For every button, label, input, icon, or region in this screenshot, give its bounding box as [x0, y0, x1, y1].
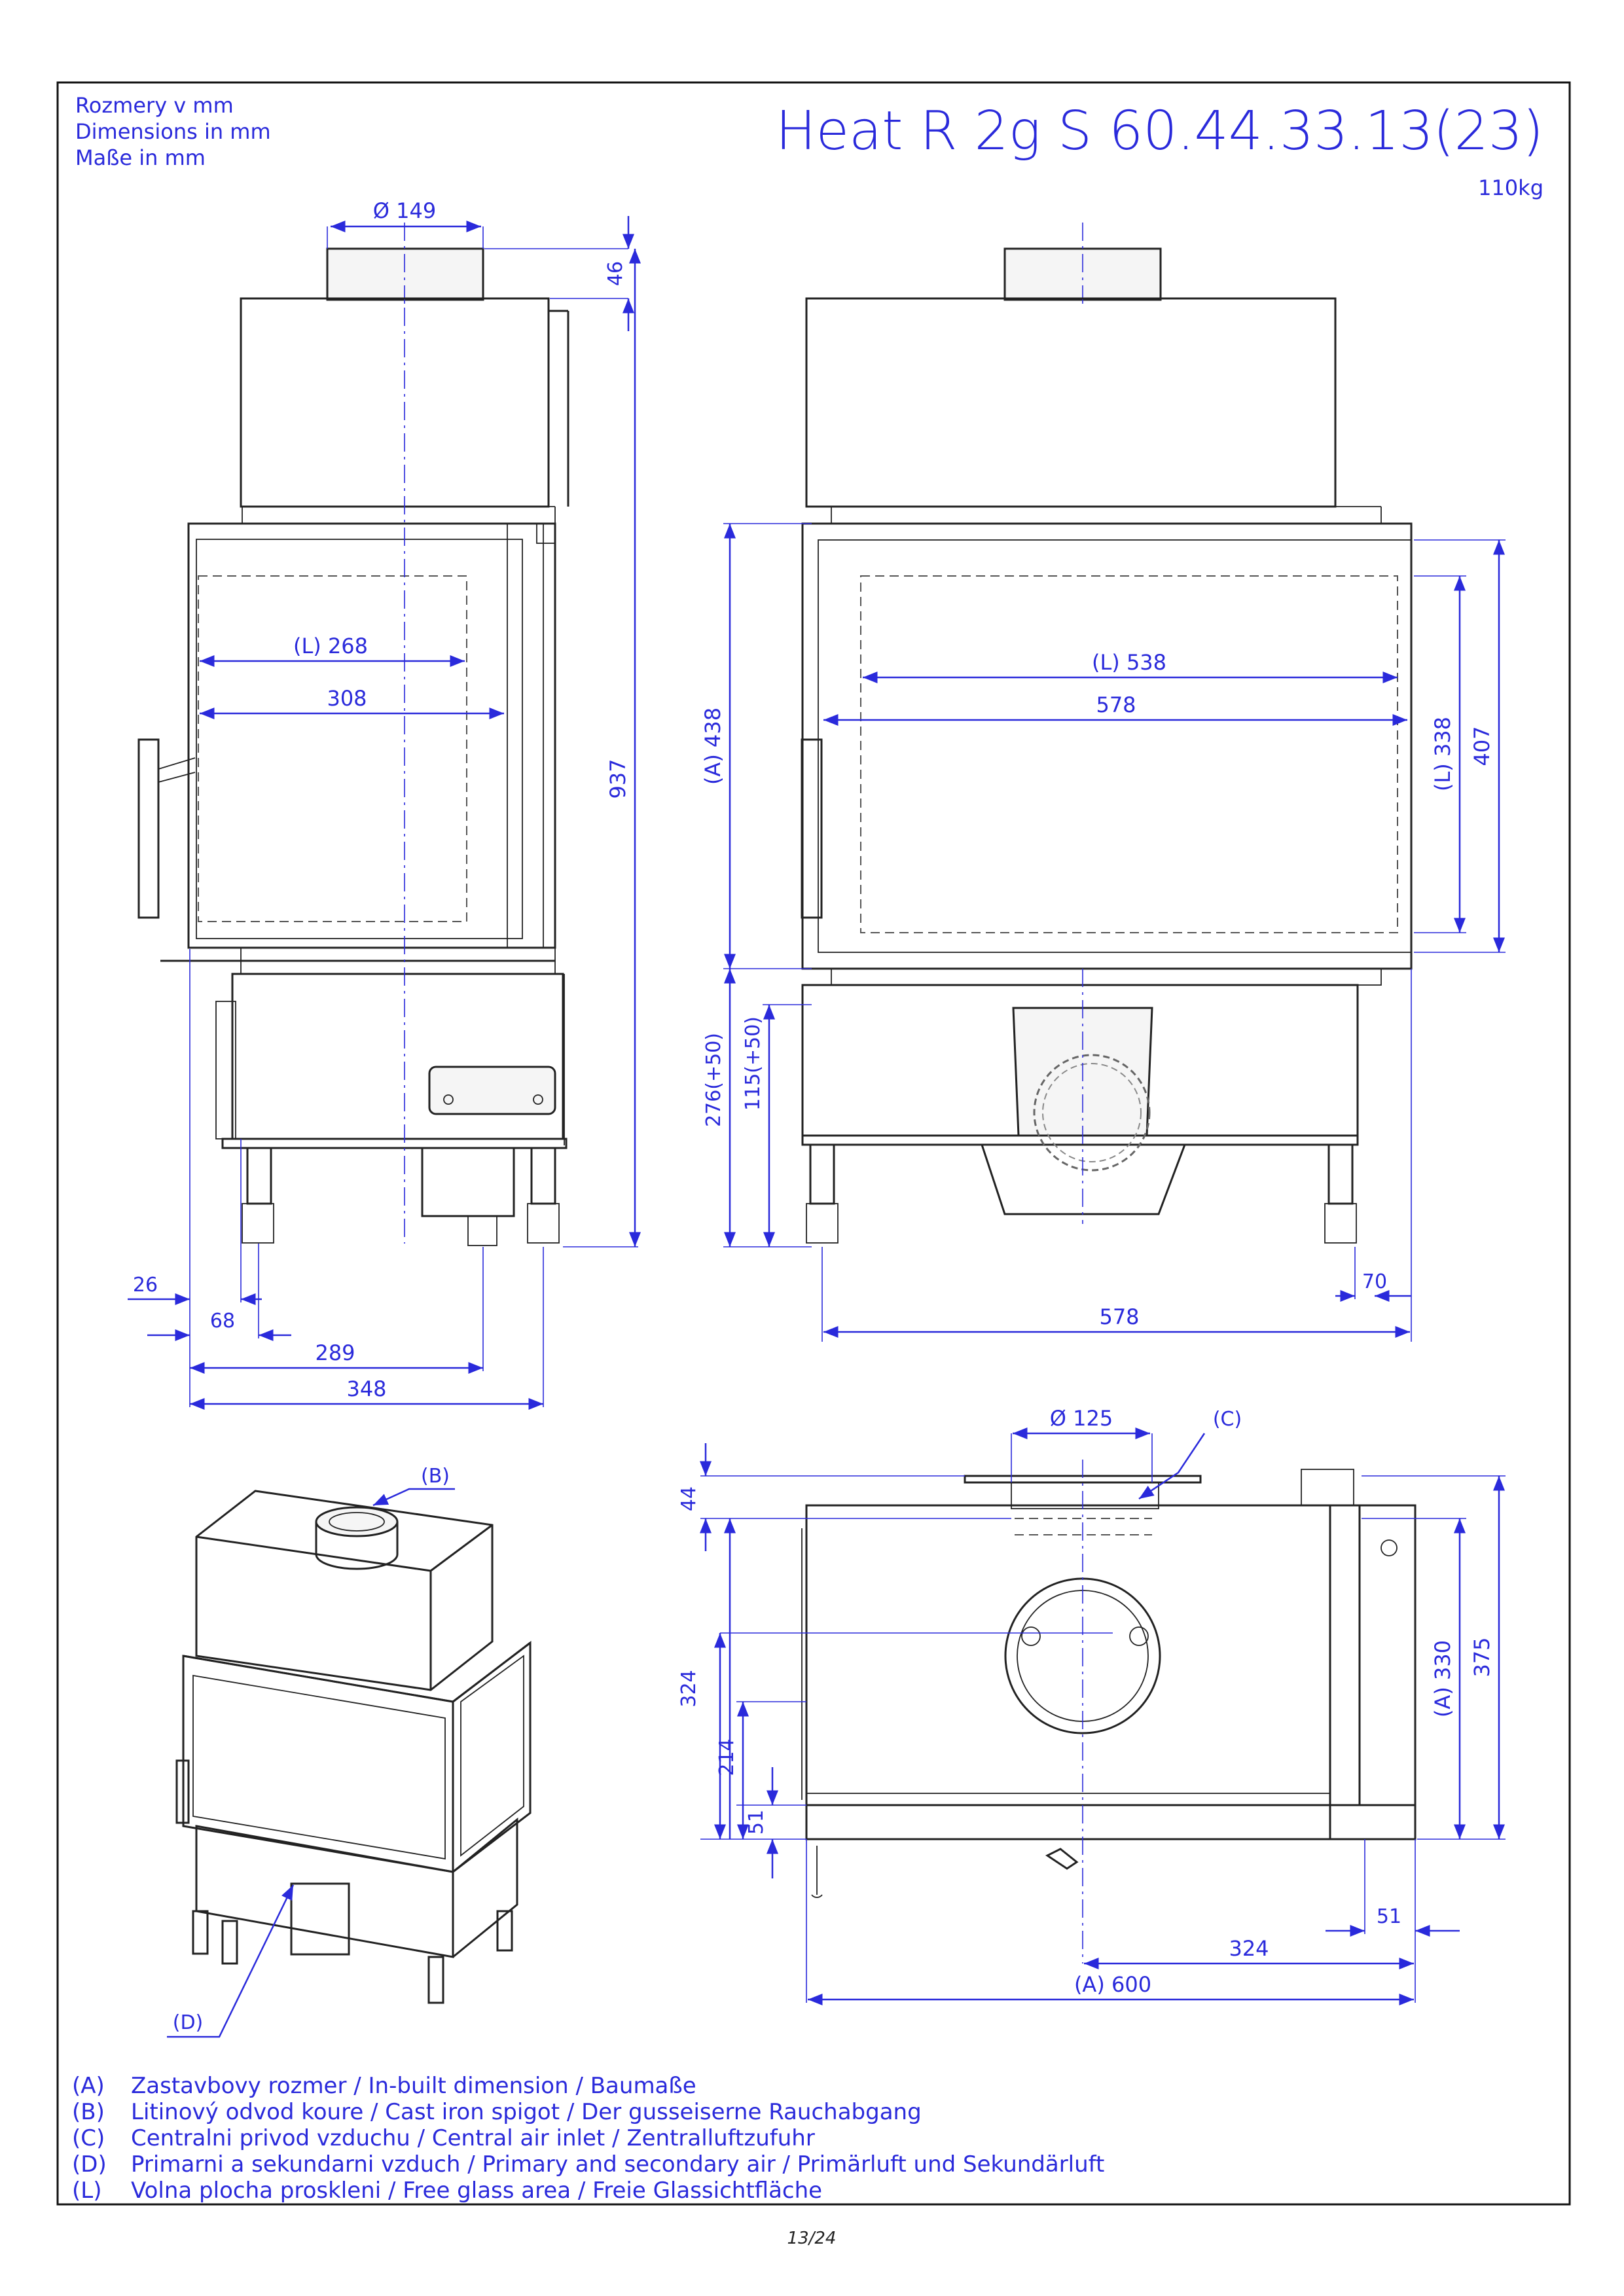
side-view: Ø 149 46 937 (L) 268 308 26 68 289 348 [128, 198, 641, 1410]
front-air-height: 115(+50) [742, 1016, 765, 1111]
units-line-1: Rozmery v mm [75, 93, 234, 118]
iso-spigot [315, 1506, 399, 1537]
front-leg-height: 276(+50) [702, 1033, 725, 1127]
side-free-glass-area [198, 575, 467, 922]
iso-label-b: (B) [421, 1465, 450, 1488]
page-number: 13/24 [787, 2229, 837, 2248]
front-leg-right [1327, 1143, 1354, 1205]
side-dim-26: 26 [133, 1274, 158, 1297]
front-dim-70: 70 [1362, 1270, 1387, 1293]
side-leg-front [246, 1147, 272, 1205]
legend-key-d: (D) [72, 2151, 107, 2178]
drawing-frame [56, 81, 1571, 2206]
legend: (A) Zastavbovy rozmer / In-built dimensi… [72, 2073, 1104, 2204]
legend-key-a: (A) [72, 2073, 105, 2099]
side-dim-348: 348 [346, 1376, 386, 1401]
weight-label: 110kg [1478, 175, 1543, 200]
legend-text-a: Zastavbovy rozmer / In-built dimension /… [131, 2073, 696, 2099]
side-top-box [240, 297, 550, 508]
front-door-handle[interactable] [801, 738, 823, 919]
side-flue-collar [326, 247, 484, 301]
side-door-frame [187, 522, 556, 949]
front-glass-free-height: (L) 338 [1430, 717, 1455, 791]
front-view: (A) 438 276(+50) 115(+50) (L) 538 578 (L… [700, 223, 1506, 1342]
units-line-3: Maße in mm [75, 145, 206, 170]
title-block: Rozmery v mm Dimensions in mm Maße in mm… [75, 93, 1543, 200]
iso-lower-body [195, 1825, 454, 1958]
model-title: Heat R 2g S 60.44.33.13(23) [776, 100, 1543, 162]
front-top-box [805, 297, 1337, 508]
top-dim-51-horizontal: 51 [1377, 1905, 1401, 1928]
iso-label-d: (D) [173, 2011, 204, 2034]
top-dim-330: (A) 330 [1430, 1640, 1455, 1717]
iso-top-box [195, 1490, 494, 1691]
iso-air-box [290, 1882, 350, 1956]
front-free-glass-area [860, 575, 1398, 933]
front-width: 578 [1099, 1304, 1139, 1329]
top-dim-44: 44 [677, 1486, 700, 1511]
front-glass-free-width: (L) 538 [1092, 650, 1166, 675]
front-glass-height: 407 [1470, 726, 1494, 766]
legend-text-l: Volna plocha proskleni / Free glass area… [131, 2178, 822, 2204]
top-dim-324-horizontal: 324 [1229, 1936, 1269, 1961]
top-air-diameter: Ø 125 [1050, 1406, 1113, 1431]
units-line-2: Dimensions in mm [75, 119, 271, 144]
legend-text-d: Primarni a sekundarni vzduch / Primary a… [131, 2151, 1104, 2178]
side-leg-rear [530, 1147, 556, 1205]
legend-text-b: Litinový odvod koure / Cast iron spigot … [131, 2099, 922, 2125]
side-dim-289: 289 [315, 1340, 355, 1365]
front-leg-left [809, 1143, 835, 1205]
top-air-label: (C) [1213, 1408, 1242, 1431]
side-glass-width: 308 [327, 686, 367, 711]
front-door-frame [801, 522, 1413, 970]
iso-door [182, 1640, 532, 1873]
front-inbuilt-height: (A) 438 [700, 708, 725, 785]
top-dim-214: 214 [715, 1738, 738, 1776]
side-glass-free-width: (L) 268 [293, 634, 368, 658]
side-dim-68: 68 [210, 1310, 235, 1333]
side-flue-height: 46 [604, 261, 627, 286]
top-dim-375: 375 [1470, 1637, 1494, 1677]
top-view: Ø 125 (C) 44 324 214 51 (A) 330 375 51 3 [677, 1406, 1506, 2005]
top-dim-600: (A) 600 [1074, 1972, 1151, 1997]
legend-text-c: Centralni privod vzduchu / Central air i… [131, 2125, 815, 2151]
side-total-height: 937 [605, 759, 630, 798]
side-door-handle[interactable] [137, 738, 160, 919]
top-dim-51-vertical: 51 [745, 1810, 768, 1835]
side-air-plate [428, 1066, 556, 1115]
top-dim-324-vertical: 324 [677, 1670, 700, 1707]
legend-key-b: (B) [72, 2099, 105, 2125]
iso-view: (B) (D) [167, 1465, 532, 2038]
legend-key-c: (C) [72, 2125, 105, 2151]
side-flue-diameter: Ø 149 [373, 198, 436, 223]
front-glass-width: 578 [1096, 692, 1136, 717]
side-air-box [421, 1147, 515, 1217]
legend-key-l: (L) [72, 2178, 101, 2204]
